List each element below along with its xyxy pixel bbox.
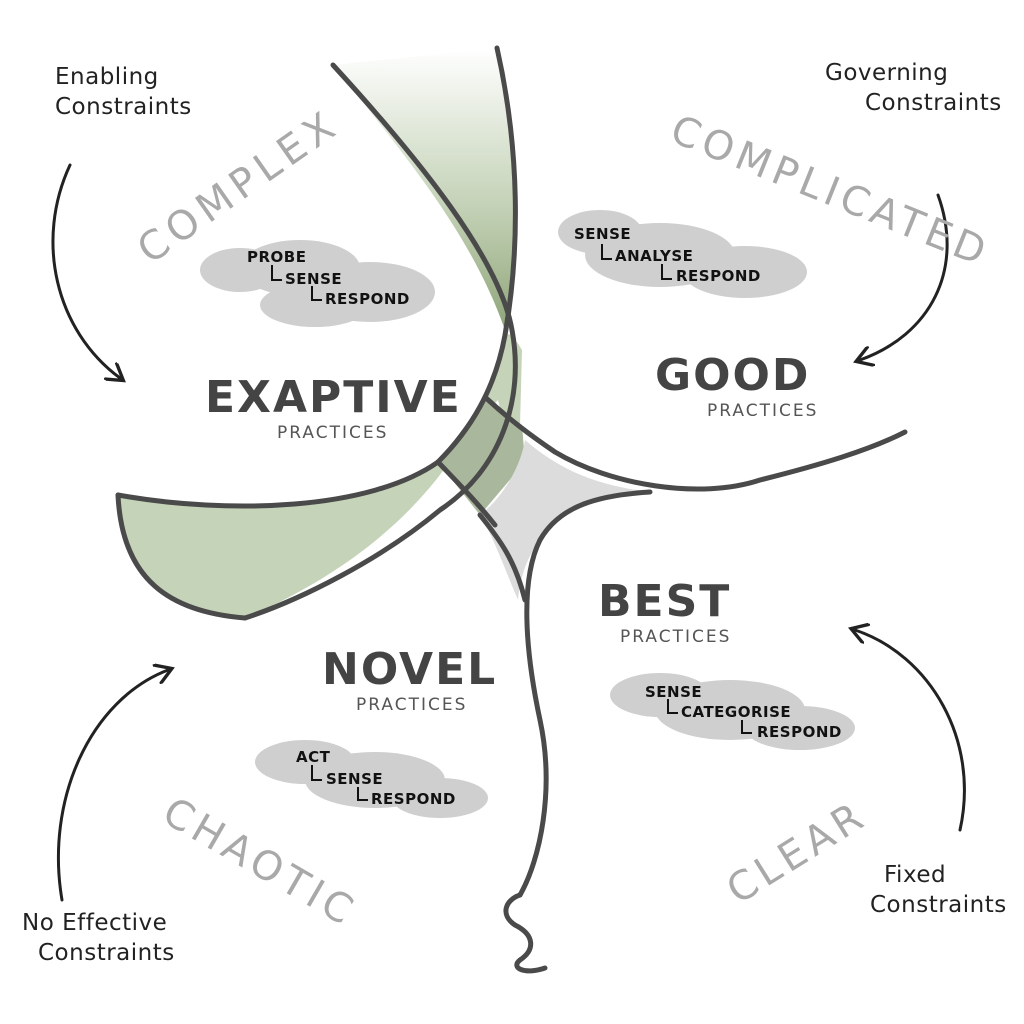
exaptive-title: EXAPTIVE [205,372,462,423]
cloud-complicated [558,210,807,298]
enabling-constraints-label: Enabling Constraints [55,62,192,122]
none-line1: No Effective [22,910,168,936]
step-arrow [357,787,368,801]
best-sub: PRACTICES [620,627,732,647]
boundary-left-bowl [115,459,441,509]
novel-sub: PRACTICES [356,695,468,715]
clear-step-2: CATEGORISE [681,703,792,721]
complex-step-2: SENSE [285,270,343,288]
chaotic-step-2: SENSE [326,770,384,788]
boundary-band-divider [435,459,498,528]
boundary-top-right [435,45,518,465]
boundary-squiggle [503,892,548,974]
fixed-constraints-label: Fixed Constraints [870,860,1007,920]
domain-clear: CLEAR [719,792,875,913]
enabling-line1: Enabling [55,64,159,90]
arrow-fixed [855,630,966,832]
step-arrow [311,765,322,781]
best-title: BEST [598,576,732,627]
arrow-governing [860,193,949,360]
good-practices: GOOD PRACTICES [655,350,818,421]
cloud-clear [610,673,855,750]
clear-step-1: SENSE [645,683,703,701]
domain-chaotic: CHAOTIC [155,789,364,936]
step-arrow [741,720,752,734]
boundary-center-upper [483,395,908,492]
fixed-line1: Fixed [884,862,947,888]
novel-title: NOVEL [322,644,498,695]
novel-practices: NOVEL PRACTICES [322,644,497,715]
governing-line2: Constraints [865,90,1002,116]
center-disorder-area [480,440,650,600]
enabling-line2: Constraints [55,94,192,120]
exaptive-sub: PRACTICES [277,423,389,443]
clear-step-3: RESPOND [757,723,842,741]
complex-step-1: PROBE [247,248,307,266]
fixed-line2: Constraints [870,892,1007,918]
chaotic-step-1: ACT [296,748,331,766]
governing-constraints-label: Governing Constraints [825,58,1002,118]
cloud-chaotic [255,740,488,818]
boundary-bowl-bottom [115,492,248,621]
good-title: GOOD [655,350,811,401]
none-line2: Constraints [38,940,175,966]
complex-step-3: RESPOND [325,290,410,308]
chaotic-step-3: RESPOND [371,790,456,808]
boundary-center-lower [517,489,653,898]
no-effective-constraints-label: No Effective Constraints [22,908,175,968]
best-practices: BEST PRACTICES [598,576,731,647]
governing-line1: Governing [825,60,949,86]
cloud-complex [200,240,435,327]
exaptive-practices: EXAPTIVE PRACTICES [205,372,462,443]
left-green-bowl [118,334,522,618]
boundary-complex-outer [242,62,518,621]
complicated-step-1: SENSE [574,225,632,243]
step-arrow [271,265,282,281]
arrow-no-effective [57,670,168,902]
step-arrow [661,264,672,280]
complicated-step-3: RESPOND [676,267,761,285]
complicated-step-2: ANALYSE [615,247,694,265]
boundary-chaotic-tail [477,512,528,603]
step-arrow [311,286,322,301]
arrow-enabling [51,163,120,378]
step-arrow [667,699,678,714]
step-arrow [601,244,612,260]
good-sub: PRACTICES [707,401,819,421]
